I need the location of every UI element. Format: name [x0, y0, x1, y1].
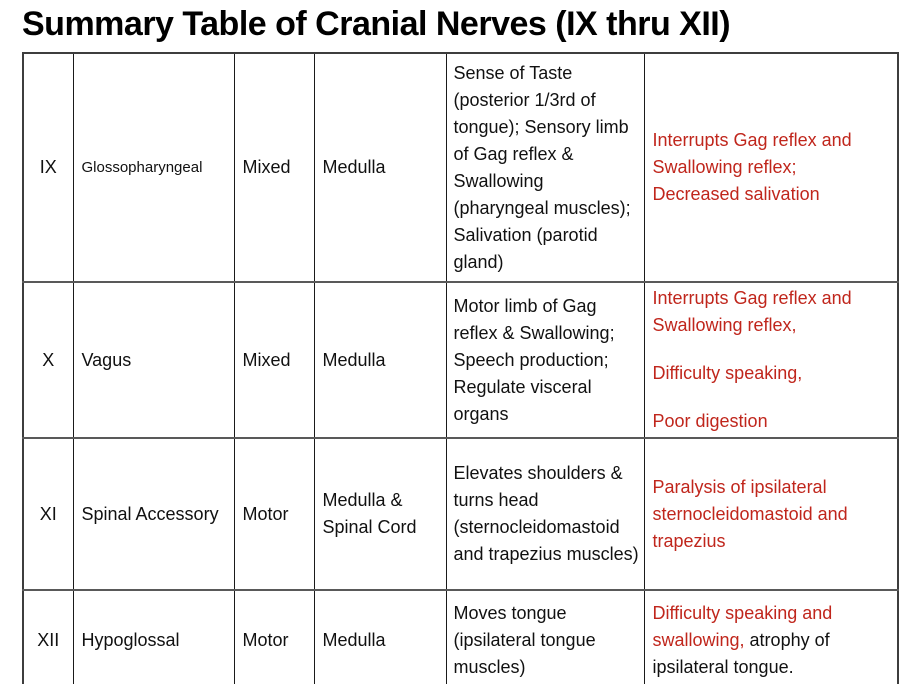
- damage-text-red: Interrupts Gag reflex and Swallowing ref…: [652, 288, 852, 335]
- cell-nerve-type: Mixed: [233, 52, 315, 283]
- damage-text-black: atrophy of ipsilateral tongue.: [652, 629, 830, 677]
- cell-function: Motor limb of Gag reflex & Swallowing; S…: [445, 281, 645, 439]
- cell-damage: Interrupts Gag reflex and Swallowing ref…: [643, 281, 899, 439]
- cell-numeral: X: [22, 281, 74, 439]
- page-title: Summary Table of Cranial Nerves (IX thru…: [22, 5, 731, 43]
- cell-function: Elevates shoulders & turns head (sternoc…: [445, 437, 645, 591]
- cell-origin: Medulla: [313, 281, 447, 439]
- table-row-x: X Vagus Mixed Medulla Motor limb of Gag …: [22, 281, 899, 439]
- cell-damage: Paralysis of ipsilateral sternocleidomas…: [643, 437, 899, 591]
- damage-text-red: Difficulty speaking,: [652, 363, 803, 383]
- damage-text-red: Poor digestion: [652, 411, 768, 431]
- cell-nerve-name: Vagus: [72, 281, 235, 439]
- cell-function: Moves tongue (ipsilateral tongue muscles…: [445, 589, 645, 684]
- damage-text: Difficulty speaking,: [653, 360, 890, 387]
- cell-nerve-type: Motor: [233, 437, 315, 591]
- cell-damage: Difficulty speaking and swallowing, atro…: [643, 589, 899, 684]
- cranial-nerves-table: IX Glossopharyngeal Mixed Medulla Sense …: [22, 52, 899, 684]
- table-row-xii: XII Hypoglossal Motor Medulla Moves tong…: [22, 589, 899, 684]
- cell-nerve-name: Hypoglossal: [72, 589, 235, 684]
- damage-text-red: Decreased salivation: [652, 184, 820, 204]
- damage-text-red: Paralysis of ipsilateral sternocleidomas…: [652, 476, 848, 551]
- cell-numeral: IX: [22, 52, 74, 283]
- cell-origin: Medulla & Spinal Cord: [313, 437, 447, 591]
- damage-text: Interrupts Gag reflex and Swallowing ref…: [653, 285, 890, 339]
- cell-nerve-type: Mixed: [233, 281, 315, 439]
- damage-text-red: Interrupts Gag reflex and Swallowing ref…: [652, 130, 852, 177]
- cell-nerve-name: Spinal Accessory: [72, 437, 235, 591]
- cell-nerve-type: Motor: [233, 589, 315, 684]
- damage-text: Difficulty speaking and swallowing, atro…: [653, 600, 890, 681]
- damage-text: Paralysis of ipsilateral sternocleidomas…: [653, 474, 890, 555]
- cell-damage: Interrupts Gag reflex and Swallowing ref…: [643, 52, 899, 283]
- damage-text: Decreased salivation: [653, 181, 890, 208]
- cell-nerve-name: Glossopharyngeal: [72, 52, 235, 283]
- cell-numeral: XII: [22, 589, 74, 684]
- table-row-xi: XI Spinal Accessory Motor Medulla & Spin…: [22, 437, 899, 591]
- table-row-ix: IX Glossopharyngeal Mixed Medulla Sense …: [22, 52, 899, 283]
- cell-origin: Medulla: [313, 589, 447, 684]
- damage-text: Interrupts Gag reflex and Swallowing ref…: [653, 127, 890, 181]
- cell-function: Sense of Taste (posterior 1/3rd of tongu…: [445, 52, 645, 283]
- cell-numeral: XI: [22, 437, 74, 591]
- damage-text: Poor digestion: [653, 408, 890, 435]
- damage-text-red: Difficulty speaking and swallowing,: [652, 602, 833, 650]
- cell-origin: Medulla: [313, 52, 447, 283]
